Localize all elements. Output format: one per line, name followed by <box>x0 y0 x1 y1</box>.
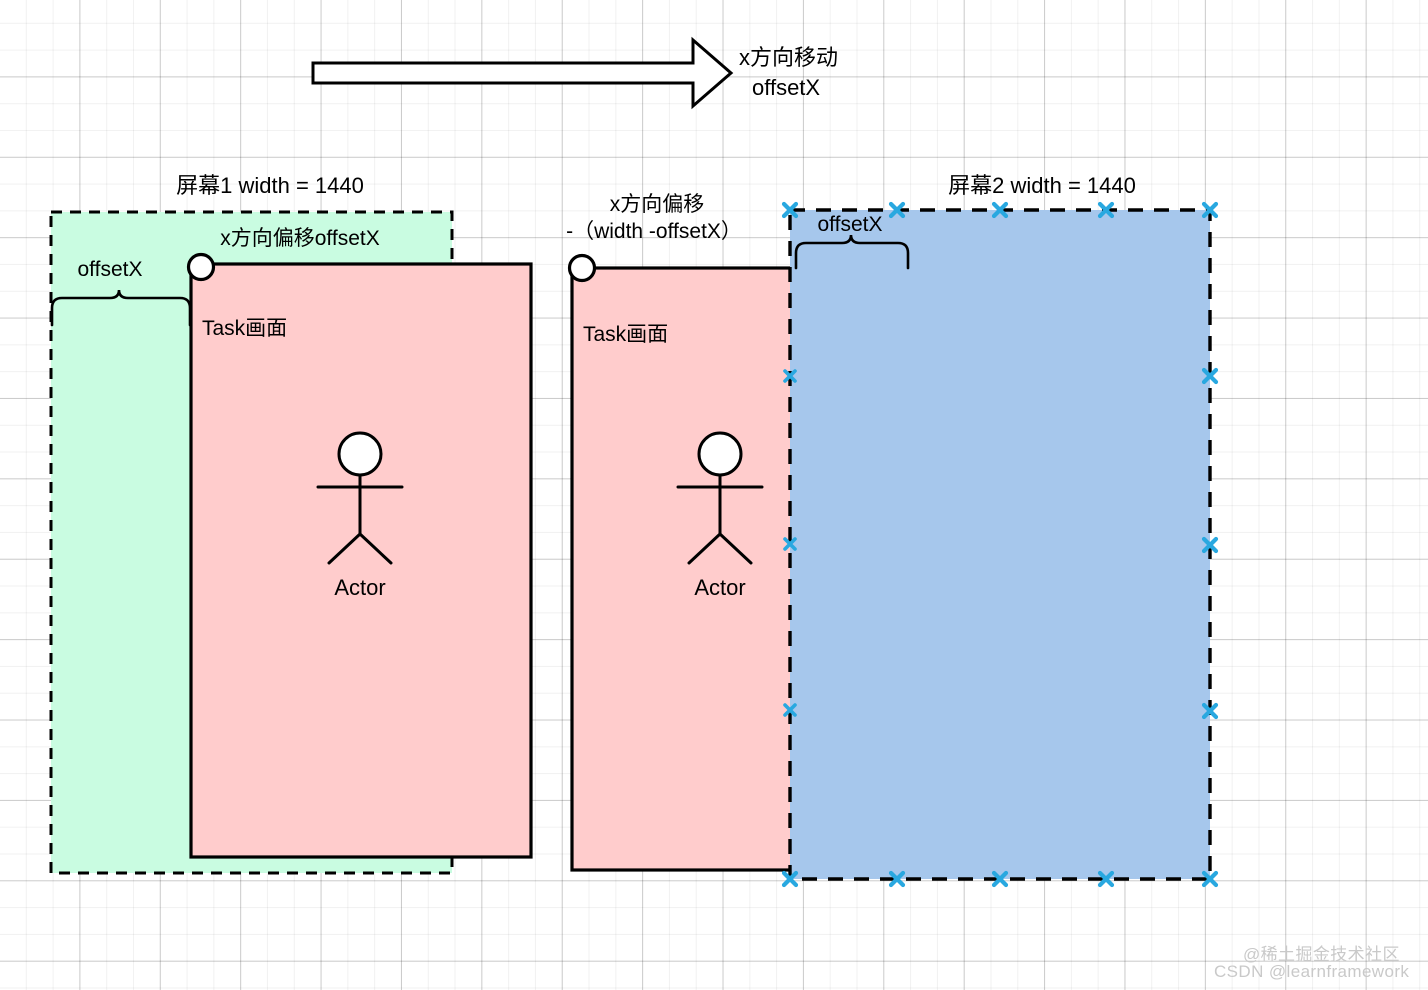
right-block-arrow-icon <box>311 36 734 110</box>
handle-left-middle[interactable] <box>783 537 797 551</box>
screen2-offset-brace-label: offsetX <box>817 213 883 236</box>
screen1-actor-icon <box>316 431 404 565</box>
screen1-actor-label: Actor <box>334 575 386 600</box>
handle-bottom-right[interactable] <box>1201 870 1219 888</box>
handle-bottom-center[interactable] <box>991 870 1009 888</box>
handle-top-right[interactable] <box>1201 201 1219 219</box>
screen2-title: 屏幕2 width = 1440 <box>948 173 1136 198</box>
handle-top-three-quarter[interactable] <box>1097 201 1115 219</box>
handle-top-left[interactable] <box>781 201 799 219</box>
screen1-offset-brace <box>50 289 192 327</box>
watermark-juejin: @稀土掘金技术社区 <box>1243 945 1400 964</box>
screen-middle-actor-label: Actor <box>694 575 746 600</box>
handle-left-upper[interactable] <box>783 369 797 383</box>
screen1-task-label: Task画面 <box>202 317 288 340</box>
screen1-offset-region-label: x方向偏移offsetX <box>220 227 380 250</box>
screen-middle-note-line2: -（width -offsetX） <box>566 220 742 243</box>
handle-top-center[interactable] <box>991 201 1009 219</box>
screen-middle-task-label: Task画面 <box>583 323 669 346</box>
screen1-task-rect <box>189 262 533 859</box>
screen1-title: 屏幕1 width = 1440 <box>176 173 364 198</box>
screen2-region[interactable] <box>788 208 1212 881</box>
screen2-offset-brace <box>794 234 910 270</box>
handle-right-upper[interactable] <box>1201 367 1219 385</box>
watermark-csdn: CSDN @learnframework <box>1214 962 1410 981</box>
screen-middle-note-line1: x方向偏移 <box>609 193 705 216</box>
arrow-label-line2: offsetX <box>752 75 821 100</box>
handle-bottom-three-quarter[interactable] <box>1097 870 1115 888</box>
handle-right-middle[interactable] <box>1201 536 1219 554</box>
handle-bottom-quarter[interactable] <box>888 870 906 888</box>
arrow-label-line1: x方向移动 <box>739 45 839 70</box>
handle-top-quarter[interactable] <box>888 201 906 219</box>
screen-middle-actor-icon <box>676 431 764 565</box>
handle-bottom-left[interactable] <box>781 870 799 888</box>
handle-right-lower[interactable] <box>1201 702 1219 720</box>
screen2-selection-handles[interactable] <box>781 201 1219 888</box>
screen1-task-corner-handle <box>186 252 216 282</box>
screen1-offset-brace-label: offsetX <box>77 258 143 281</box>
handle-left-lower[interactable] <box>783 703 797 717</box>
screen-middle-task-corner-handle <box>567 253 597 283</box>
